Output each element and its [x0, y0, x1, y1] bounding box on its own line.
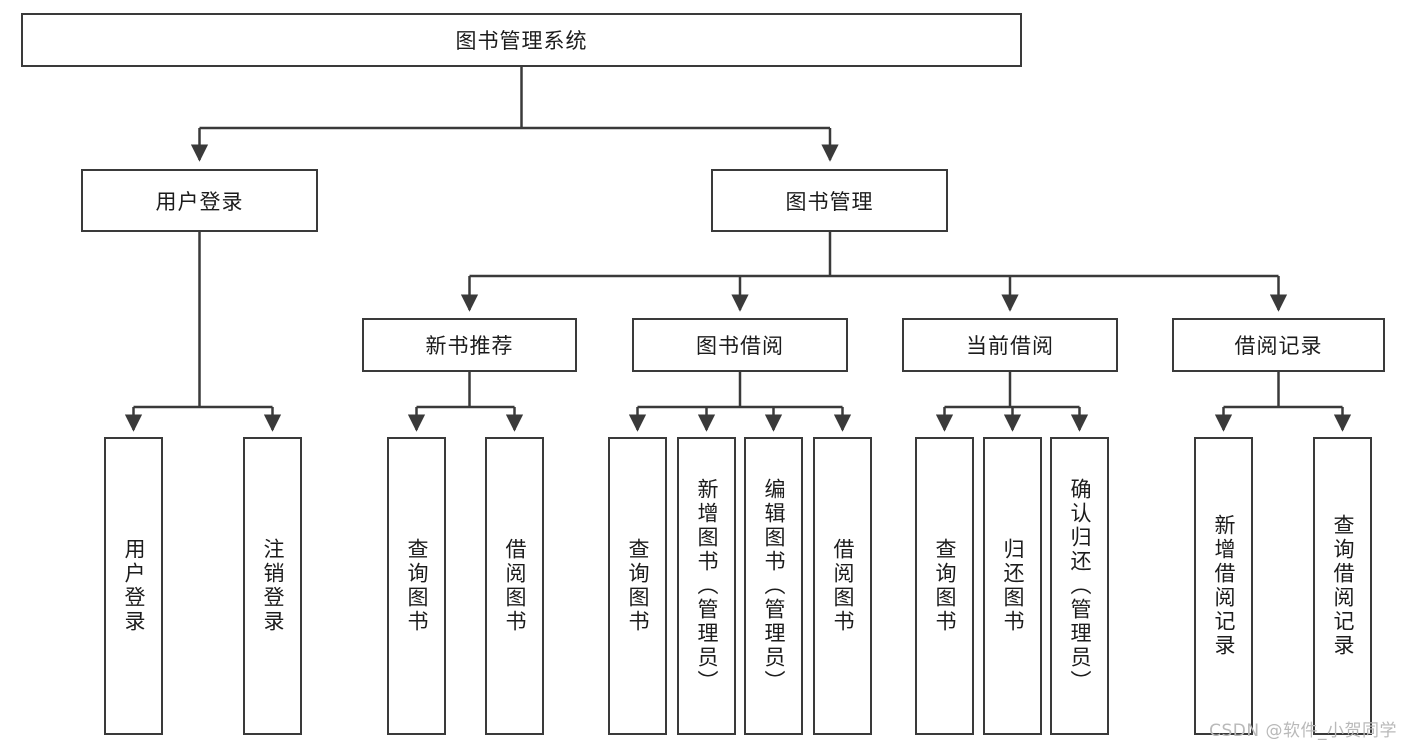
node-leaf-borrow-book[interactable]: 借阅图书 [813, 437, 872, 735]
node-leaf-add-borrow-record[interactable]: 新增借阅记录 [1194, 437, 1253, 735]
node-leaf-confirm-return[interactable]: 确认归还（管理员） [1050, 437, 1109, 735]
node-leaf-query-book-current[interactable]: 查询图书 [915, 437, 974, 735]
node-book-borrow[interactable]: 图书借阅 [632, 318, 848, 372]
node-leaf-return-book[interactable]: 归还图书 [983, 437, 1042, 735]
node-new-book-recommend[interactable]: 新书推荐 [362, 318, 577, 372]
node-user-login[interactable]: 用户登录 [81, 169, 318, 232]
node-borrow-record[interactable]: 借阅记录 [1172, 318, 1385, 372]
node-leaf-user-logout[interactable]: 注销登录 [243, 437, 302, 735]
node-book-manage[interactable]: 图书管理 [711, 169, 948, 232]
node-leaf-query-book-recommend[interactable]: 查询图书 [387, 437, 446, 735]
node-leaf-add-book[interactable]: 新增图书（管理员） [677, 437, 736, 735]
watermark-text: CSDN @软件_小贺同学 [1209, 721, 1397, 741]
node-leaf-query-borrow-record[interactable]: 查询借阅记录 [1313, 437, 1372, 735]
node-leaf-user-login[interactable]: 用户登录 [104, 437, 163, 735]
node-root[interactable]: 图书管理系统 [21, 13, 1022, 67]
node-current-borrow[interactable]: 当前借阅 [902, 318, 1118, 372]
node-leaf-edit-book[interactable]: 编辑图书（管理员） [744, 437, 803, 735]
node-leaf-query-book-borrow[interactable]: 查询图书 [608, 437, 667, 735]
node-leaf-borrow-book-recommend[interactable]: 借阅图书 [485, 437, 544, 735]
